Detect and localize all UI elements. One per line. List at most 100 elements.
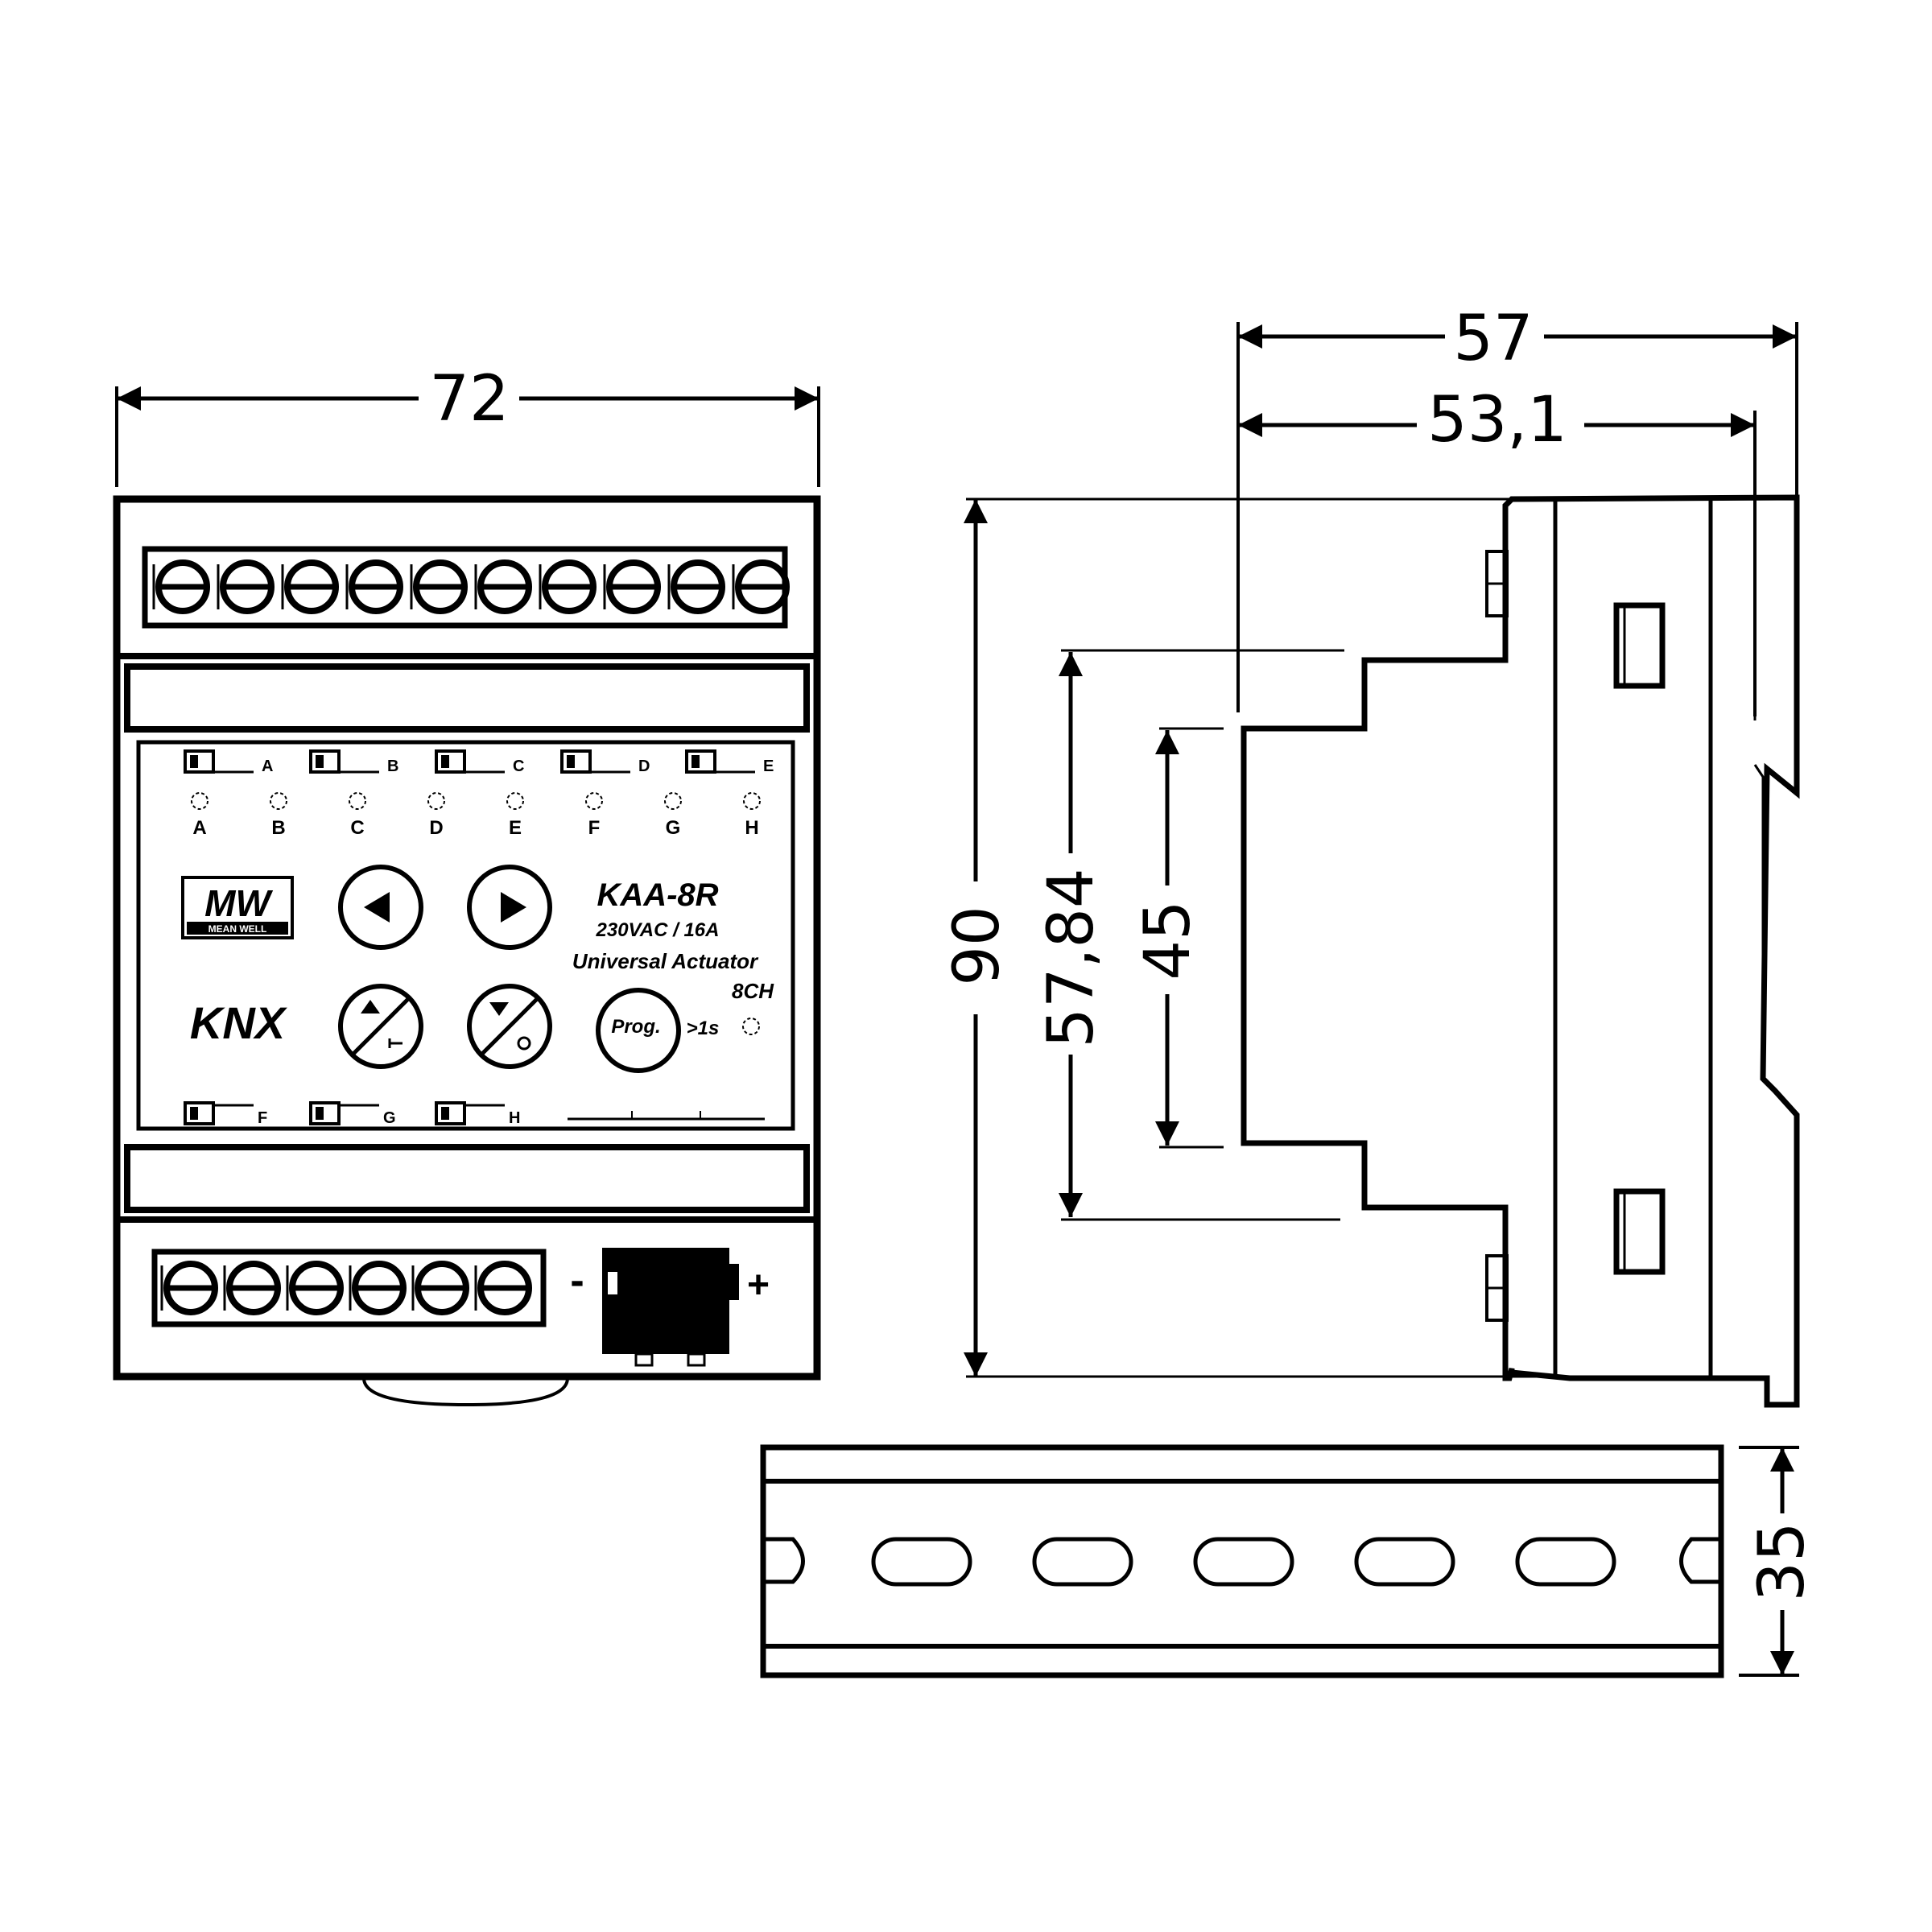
channel-header-marker: E: [685, 749, 774, 775]
led-label: H: [745, 817, 758, 839]
dimension-depth-57: 57: [1236, 303, 1798, 793]
din-rail-view: 35: [760, 1444, 1818, 1678]
channel-header-marker: F: [184, 1101, 267, 1127]
channel-led: B: [270, 792, 287, 839]
dim-label-45: 45: [1132, 900, 1204, 980]
logo-sub-text: MEAN WELL: [208, 923, 267, 935]
button-down-close[interactable]: [467, 984, 552, 1069]
top-terminal-screw: [539, 559, 597, 614]
rail-slot: [871, 1537, 972, 1587]
meanwell-logo: MW MEAN WELL: [181, 876, 294, 939]
top-terminal-screw: [667, 559, 725, 614]
prog-button[interactable]: Prog.: [596, 988, 681, 1073]
channel-header-label: A: [262, 758, 273, 775]
rail-slot: [1515, 1537, 1616, 1587]
rail-notch-right: [1679, 1537, 1721, 1584]
dim-label-90: 90: [941, 906, 1013, 985]
rail-slot: [1032, 1537, 1133, 1587]
channel-header-marker: A: [184, 749, 273, 775]
top-terminal-screw: [732, 559, 790, 614]
dimension-width-72: 72: [115, 363, 820, 487]
top-terminal-screw: [474, 559, 532, 614]
rail-notch-left: [763, 1537, 805, 1584]
rail-slot: [1193, 1537, 1294, 1587]
channel-led: G: [664, 792, 682, 839]
side-profile-outline: [1241, 494, 1800, 1408]
channel-header-marker: H: [435, 1101, 520, 1127]
front-bottom-band: [124, 1144, 810, 1213]
button-right[interactable]: [467, 865, 552, 950]
bottom-terminal-screw: [286, 1261, 344, 1315]
bottom-terminal-screw: [160, 1261, 218, 1315]
channel-header-label: H: [509, 1109, 520, 1127]
channel-led: E: [506, 792, 524, 839]
front-top-band: [124, 663, 810, 733]
channel-header-label: F: [258, 1109, 267, 1127]
rating-text: 230VAC / 16A: [596, 919, 720, 941]
minus-label: -: [570, 1257, 584, 1304]
dimension-rail-35: 35: [1739, 1446, 1818, 1677]
top-terminal-screw: [345, 559, 403, 614]
dim-label-57-84: 57,84: [1035, 868, 1108, 1047]
top-terminal-screw: [410, 559, 468, 614]
top-terminal-screw: [217, 559, 275, 614]
led-label: B: [271, 817, 285, 839]
button-up-open[interactable]: [338, 984, 423, 1069]
front-panel: [136, 740, 795, 1131]
din-rail-body: [760, 1444, 1724, 1678]
side-clip-top: [1613, 602, 1666, 689]
dim-label-35: 35: [1746, 1521, 1818, 1601]
led-label: F: [588, 817, 601, 839]
side-view: 57 53,1 90 57,84: [941, 303, 1800, 1408]
bottom-terminal-screw: [223, 1261, 281, 1315]
din-latch: [362, 1377, 569, 1407]
channel-header-label: E: [763, 758, 774, 775]
button-left[interactable]: [338, 865, 423, 950]
channel-header-label: D: [638, 758, 650, 775]
led-row: A B C D E F G H: [191, 792, 761, 839]
channel-header-marker: B: [309, 749, 398, 775]
dimension-height-90: 90: [941, 497, 1558, 1378]
top-terminal-screw: [281, 559, 339, 614]
dimension-depth-53-1: 53,1: [1238, 384, 1757, 716]
prog-time-label: >1s: [687, 1018, 720, 1039]
up-open-icon: [361, 1000, 380, 1013]
channel-headers-bottom: F G H: [184, 1101, 520, 1127]
plus-label: +: [747, 1264, 770, 1307]
bottom-terminal-screw: [349, 1261, 407, 1315]
dim-label-57: 57: [1453, 303, 1533, 375]
channel-header-label: B: [387, 758, 398, 775]
channel-led: A: [191, 792, 208, 839]
channel-led: C: [349, 792, 366, 839]
channel-led: H: [743, 792, 761, 839]
bottom-terminal-screw: [474, 1261, 532, 1315]
led-label: E: [509, 817, 522, 839]
channels-text: 8CH: [732, 979, 774, 1003]
channel-header-marker: D: [560, 749, 650, 775]
bottom-terminal-screw: [411, 1261, 469, 1315]
rail-slot: [1354, 1537, 1455, 1587]
channel-headers-top: A B C D E: [184, 749, 774, 775]
logo-mw-text: MW: [204, 882, 273, 924]
dim-label-72: 72: [429, 363, 509, 436]
top-terminal-screw: [152, 559, 210, 614]
bus-connector: [602, 1248, 739, 1367]
channel-header-marker: C: [435, 749, 524, 775]
channel-header-marker: G: [309, 1101, 396, 1127]
prog-led: [742, 1018, 760, 1035]
top-terminal-screw: [603, 559, 661, 614]
side-clip-bottom: [1613, 1188, 1666, 1275]
channel-led: F: [585, 792, 603, 839]
prog-label: Prog.: [611, 1016, 660, 1038]
led-label: G: [666, 817, 681, 839]
dimension-height-45: 45: [1132, 727, 1224, 1149]
arrow-left-icon: [364, 892, 390, 923]
down-close-icon: [489, 1002, 509, 1016]
channel-led: D: [427, 792, 445, 839]
rail-slots: [871, 1537, 1616, 1587]
arrow-right-icon: [501, 892, 526, 923]
channel-header-label: G: [383, 1109, 396, 1127]
led-label: C: [350, 817, 364, 839]
